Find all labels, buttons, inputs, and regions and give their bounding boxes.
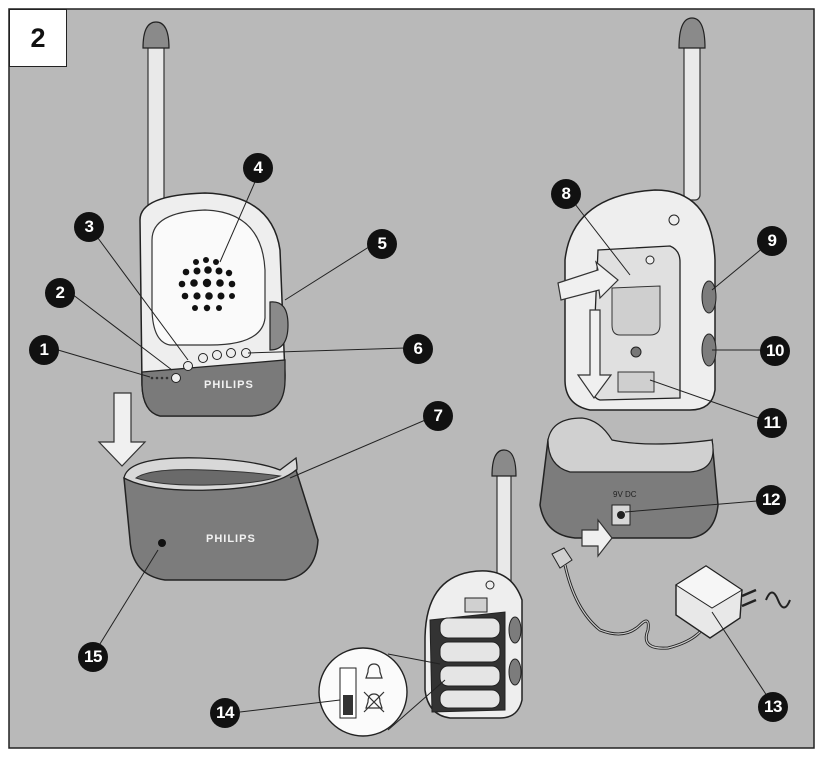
callout-8: 8 <box>551 179 581 209</box>
baby-side-button <box>508 616 522 644</box>
callout-11: 11 <box>757 408 787 438</box>
callout-15: 15 <box>78 642 108 672</box>
charger-cradle <box>134 469 282 486</box>
callout-7: 7 <box>423 401 453 431</box>
power-adapter <box>551 547 791 650</box>
baby-screw <box>485 580 495 590</box>
charger-right <box>539 417 719 558</box>
bell-off-icon <box>363 691 385 713</box>
callout-3: 3 <box>74 212 104 242</box>
speaker-panel <box>151 209 266 346</box>
dc-plug <box>551 547 573 569</box>
baby-antenna-tip <box>491 449 517 477</box>
battery-latch <box>464 597 488 613</box>
slide-arrow <box>557 260 619 301</box>
adapter-prongs <box>741 588 757 608</box>
insert-arrow <box>97 392 147 467</box>
parent-unit-back <box>557 17 717 411</box>
callout-9: 9 <box>757 226 787 256</box>
bell-icon <box>365 663 383 679</box>
clip-tab <box>611 285 661 336</box>
switch-inset <box>318 647 446 737</box>
parent-unit-brand: PHILIPS <box>204 379 254 391</box>
baby-antenna <box>496 469 512 591</box>
side-button-9 <box>701 280 717 314</box>
callout-5: 5 <box>367 229 397 259</box>
plug-arrow <box>581 518 613 558</box>
antenna-tip <box>142 21 170 49</box>
inset-circle <box>318 647 408 737</box>
callout-10: 10 <box>760 336 790 366</box>
batteries <box>439 617 501 709</box>
level-leds <box>150 376 169 380</box>
volume-knob <box>269 301 289 351</box>
clip-screw <box>645 255 655 265</box>
baby-unit <box>424 449 523 719</box>
front-buttons <box>171 348 251 383</box>
ac-symbol-icon <box>765 591 791 609</box>
callout-14: 14 <box>210 698 240 728</box>
figure-number: 2 <box>9 9 67 67</box>
callout-4: 4 <box>243 153 273 183</box>
adapter-top <box>675 565 743 609</box>
back-antenna-tip <box>678 17 706 49</box>
callout-1: 1 <box>29 335 59 365</box>
top-screw <box>668 214 680 226</box>
callout-13: 13 <box>758 692 788 722</box>
charger-left <box>123 456 319 581</box>
jack-label-text: 9V DC <box>613 490 637 499</box>
charge-led <box>158 539 166 547</box>
hang-hole <box>630 346 642 358</box>
callout-6: 6 <box>403 334 433 364</box>
charger-brand: PHILIPS <box>206 533 256 545</box>
back-antenna <box>683 39 701 201</box>
callout-2: 2 <box>45 278 75 308</box>
slide-down-arrow <box>576 309 613 400</box>
callout-12: 12 <box>756 485 786 515</box>
baby-side-button-2 <box>508 658 522 686</box>
inset-switch-knob <box>343 695 353 715</box>
power-cord-highlight <box>564 564 709 649</box>
speaker-grille <box>178 257 236 312</box>
parent-unit-front <box>139 21 289 417</box>
dc-jack-hole <box>617 511 625 519</box>
antenna <box>147 39 165 211</box>
charger-right-rim <box>547 417 714 473</box>
clip-slot <box>617 371 655 393</box>
